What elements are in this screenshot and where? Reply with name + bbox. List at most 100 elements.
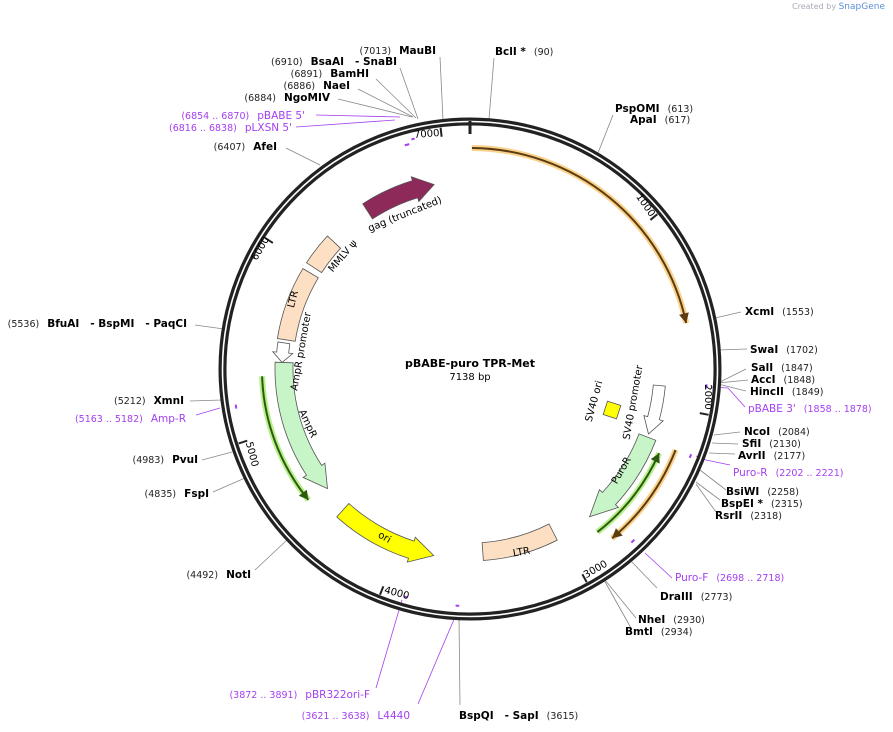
primer-label-name: Puro-F bbox=[675, 572, 708, 584]
restriction-site-label-position: (6891) bbox=[291, 69, 323, 80]
restriction-site-label-position: (2930) bbox=[673, 615, 705, 626]
restriction-site-label-leader-line bbox=[375, 78, 417, 119]
restriction-site-label-position: (1702) bbox=[786, 345, 818, 356]
feature-sv40-ori[interactable] bbox=[602, 400, 622, 420]
feature-ltr-bottom[interactable] bbox=[481, 523, 558, 561]
feature-puror[interactable] bbox=[588, 433, 657, 518]
feature-ori[interactable] bbox=[336, 502, 435, 563]
restriction-site-label[interactable]: BmtI(2934) bbox=[625, 626, 692, 638]
restriction-site-label-leader-line bbox=[717, 348, 748, 351]
primer-label[interactable]: pBABE 3'(1858 .. 1878) bbox=[748, 403, 872, 415]
restriction-site-label[interactable]: BclI * (90) bbox=[495, 46, 553, 58]
restriction-site-label-name: AccI bbox=[751, 374, 775, 386]
restriction-site-label-leader-line bbox=[695, 481, 721, 501]
restriction-site-label[interactable]: SalI(1847) bbox=[751, 362, 813, 374]
feature-arcs bbox=[259, 145, 690, 541]
orange-arc-right[interactable] bbox=[610, 448, 679, 541]
green-arc-puror[interactable] bbox=[595, 451, 662, 535]
primer-label[interactable]: Puro-R(2202 .. 2221) bbox=[733, 467, 843, 479]
restriction-site-label[interactable]: (4492)NotI bbox=[186, 569, 251, 581]
restriction-site-label[interactable]: PspOMI(613) bbox=[615, 103, 693, 115]
restriction-site-label[interactable]: (4835)FspI bbox=[145, 488, 209, 500]
primer-label-leader-line bbox=[295, 119, 396, 128]
primer-binding-mark bbox=[411, 137, 415, 141]
restriction-site-label[interactable]: (4983)PvuI bbox=[132, 454, 198, 466]
restriction-site-label[interactable]: (5212)XmnI bbox=[114, 395, 184, 407]
feature-ampr-promoter[interactable] bbox=[271, 341, 294, 363]
primer-label-name: pBABE 5' bbox=[257, 110, 305, 122]
tick-mark bbox=[649, 213, 658, 221]
restriction-site-label-name: NheI bbox=[638, 614, 665, 626]
primer-label-name: pBABE 3' bbox=[748, 403, 796, 415]
primer-label[interactable]: Puro-F(2698 .. 2718) bbox=[675, 572, 784, 584]
restriction-site-label[interactable]: HincII(1849) bbox=[750, 386, 824, 398]
primer-binding-mark bbox=[403, 595, 408, 599]
restriction-site-label-position: (4492) bbox=[186, 570, 218, 581]
restriction-site-label[interactable]: AccI(1848) bbox=[751, 374, 815, 386]
restriction-site-label-name: BamHI bbox=[330, 68, 369, 80]
restriction-site-label-name: SfiI bbox=[742, 438, 761, 450]
feature-gag-truncated[interactable] bbox=[362, 176, 435, 220]
restriction-site-label[interactable]: BspEI *(2315) bbox=[721, 498, 803, 510]
restriction-site-label[interactable]: (6891) BamHI bbox=[291, 68, 369, 80]
restriction-site-label-name: FspI bbox=[184, 488, 209, 500]
restriction-site-label[interactable]: (6884)NgoMIV bbox=[244, 92, 330, 104]
restriction-site-label[interactable]: (6886)NaeI bbox=[284, 80, 351, 92]
tick-mark bbox=[379, 585, 385, 596]
restriction-site-label-name: SwaI bbox=[750, 344, 778, 356]
restriction-site-label-position: (617) bbox=[665, 115, 691, 126]
plasmid-name: pBABE-puro TPR-Met bbox=[405, 357, 535, 370]
restriction-site-label-name: RsrII bbox=[715, 510, 742, 522]
restriction-site-label-leader-line bbox=[194, 324, 225, 330]
primer-label-position: (6854 .. 6870) bbox=[181, 111, 249, 122]
feature-ampr[interactable] bbox=[274, 361, 328, 490]
orange-arc-top[interactable] bbox=[471, 145, 690, 324]
restriction-site-label[interactable]: (6407)AfeI bbox=[214, 141, 277, 153]
restriction-site-label[interactable]: (5536)BfuAI - BspMI - PaqCI bbox=[8, 318, 187, 330]
restriction-site-label-leader-line bbox=[717, 379, 749, 384]
restriction-site-label[interactable]: BsiWI(2258) bbox=[726, 486, 799, 498]
feature-label-sv40-ori[interactable]: SV40 ori bbox=[584, 380, 606, 424]
restriction-site-label-position: (90) bbox=[534, 47, 554, 58]
primer-label[interactable]: (3872 .. 3891)pBR322ori-F bbox=[229, 689, 370, 701]
primer-label-leader-line bbox=[644, 552, 673, 579]
green-arc-ampr[interactable] bbox=[259, 376, 311, 502]
primer-binding-mark bbox=[688, 453, 693, 459]
restriction-site-label[interactable]: SwaI (1702) bbox=[750, 344, 818, 356]
restriction-site-label-leader-line bbox=[629, 559, 658, 589]
restriction-site-label[interactable]: XcmI(1553) bbox=[745, 306, 814, 318]
restriction-site-label-leader-line bbox=[488, 57, 495, 120]
restriction-site-label[interactable]: NheI (2930) bbox=[638, 614, 705, 626]
restriction-site-label[interactable]: SfiI(2130) bbox=[742, 438, 801, 450]
primer-label[interactable]: (6854 .. 6870) pBABE 5' bbox=[181, 110, 305, 122]
arrowhead-icon bbox=[650, 453, 660, 464]
restriction-site-label[interactable]: DraIII(2773) bbox=[660, 591, 732, 603]
restriction-site-label-position: (6407) bbox=[214, 142, 246, 153]
feature-ltr-left[interactable] bbox=[276, 268, 319, 342]
restriction-site-label[interactable]: NcoI(2084) bbox=[744, 426, 810, 438]
restriction-site-label-leader-line bbox=[695, 483, 717, 513]
primer-label[interactable]: (5163 .. 5182)Amp-R bbox=[75, 413, 186, 425]
feature-label-sv40-promoter[interactable]: SV40 promoter bbox=[622, 364, 646, 441]
restriction-site-label[interactable]: RsrII(2318) bbox=[715, 510, 782, 522]
tick-mark bbox=[699, 412, 709, 416]
primer-label[interactable]: (6816 .. 6838)pLXSN 5' bbox=[169, 122, 292, 134]
restriction-site-label[interactable]: (6910) BsaAI - SnaBI bbox=[271, 56, 397, 68]
feature-label-ltr-left[interactable]: LTR bbox=[286, 290, 301, 310]
feature-sv40-promoter[interactable] bbox=[643, 384, 666, 435]
restriction-site-label[interactable]: ApaI(617) bbox=[630, 114, 690, 126]
restriction-site-label-name: BsaAI - SnaBI bbox=[311, 56, 397, 68]
primer-label[interactable]: (3621 .. 3638)L4440 bbox=[302, 710, 410, 722]
feature-label-ltr-bottom[interactable]: LTR bbox=[512, 546, 531, 560]
restriction-site-label-name: BfuAI - BspMI - PaqCI bbox=[47, 318, 187, 330]
restriction-site-label[interactable]: (7013)MauBI bbox=[359, 45, 436, 57]
restriction-site-label-name: BclI * bbox=[495, 46, 526, 58]
restriction-site-label-position: (5212) bbox=[114, 396, 146, 407]
primer-label-leader-line bbox=[375, 599, 403, 689]
restriction-site-label[interactable]: AvrII(2177) bbox=[738, 450, 805, 462]
restriction-site-label-position: (6910) bbox=[271, 57, 303, 68]
restriction-site-label-position: (2934) bbox=[661, 627, 693, 638]
restriction-site-label-name: NaeI bbox=[323, 80, 350, 92]
feature-mmlv-psi[interactable] bbox=[305, 235, 342, 274]
restriction-site-label[interactable]: BspQI - SapI(3615) bbox=[459, 710, 578, 722]
